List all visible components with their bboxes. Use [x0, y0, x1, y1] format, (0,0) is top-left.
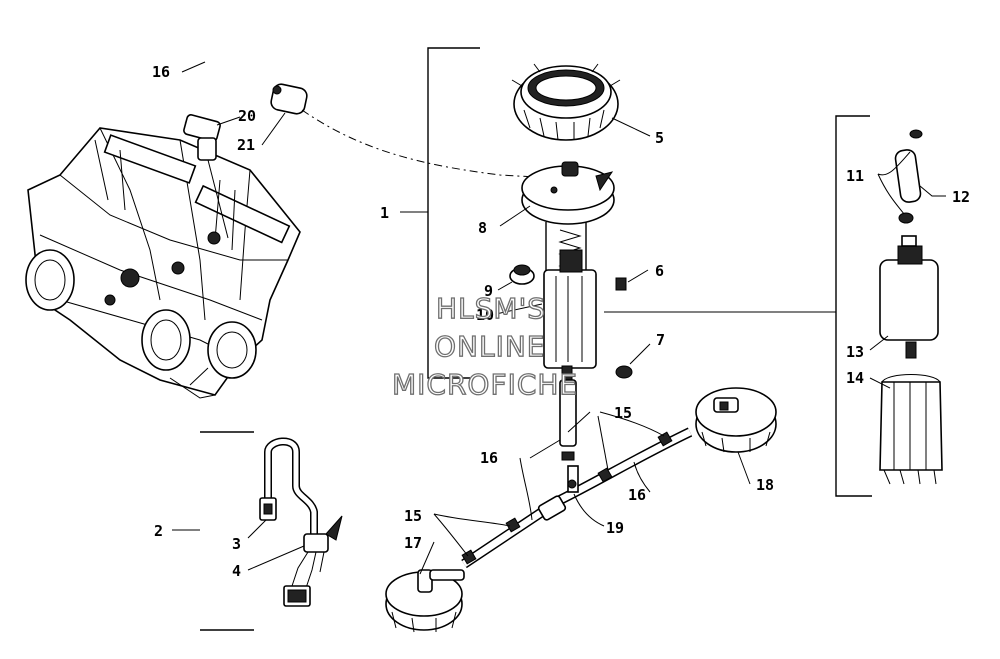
callout-11: 11 [846, 167, 864, 185]
callout-20: 20 [238, 107, 256, 125]
callout-15-left: 15 [404, 507, 422, 525]
clip-7 [615, 365, 633, 379]
watermark-line-1: HLSM'S [436, 292, 546, 325]
callout-9: 9 [484, 282, 493, 300]
clamps-15 [461, 431, 673, 565]
tee-fitting-19 [537, 465, 579, 521]
callout-16-mid: 16 [480, 449, 498, 467]
fuel-pickup-18 [695, 387, 777, 453]
callout-2: 2 [154, 522, 163, 540]
callout-19: 19 [606, 519, 624, 537]
callout-4: 4 [232, 562, 241, 580]
callout-12: 12 [952, 188, 970, 206]
pump-sleeve-14 [879, 374, 943, 485]
bracket-pump-detail [835, 115, 872, 497]
fuel-pickup-17 [385, 569, 465, 633]
callout-18: 18 [756, 476, 774, 494]
callout-8: 8 [478, 219, 487, 237]
bracket-group-1 [427, 47, 480, 379]
lock-ring-5 [511, 63, 621, 141]
watermark-line-2: ONLINE [434, 330, 545, 363]
pump-module-10 [543, 222, 597, 369]
fuel-pump-13 [879, 235, 939, 359]
callout-14: 14 [846, 369, 864, 387]
callout-17: 17 [404, 534, 422, 552]
callout-16-top: 16 [152, 63, 170, 81]
callout-13: 13 [846, 343, 864, 361]
callout-6: 6 [655, 262, 664, 280]
callout-7: 7 [656, 331, 665, 349]
callout-3: 3 [232, 535, 241, 553]
quick-connect-21 [270, 83, 308, 115]
callout-16-right: 16 [628, 486, 646, 504]
callout-5: 5 [655, 129, 664, 147]
fuel-fitting-20 [183, 114, 229, 239]
wiring-harness [259, 437, 343, 607]
pump-outlet-tube [559, 365, 577, 461]
throttle-body-assembly [25, 127, 301, 399]
watermark: HLSM'S ONLINE MICROFICHE [391, 291, 578, 401]
screw-6 [615, 277, 627, 291]
callout-15-right: 15 [614, 404, 632, 422]
fitting-9 [509, 264, 535, 285]
callout-10: 10 [476, 306, 494, 324]
hose-11-12 [894, 129, 923, 224]
pump-flange-8 [521, 161, 615, 225]
callout-1: 1 [380, 204, 389, 222]
callout-21: 21 [237, 136, 255, 154]
fuel-hose-16-top [99, 32, 291, 125]
watermark-line-3: MICROFICHE [392, 368, 578, 401]
